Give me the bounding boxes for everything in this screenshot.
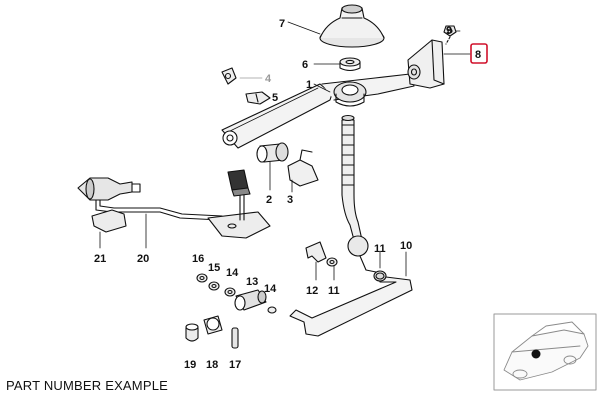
callout-9[interactable]: 9 [446,25,452,37]
location-dot [531,349,541,359]
part-7-boot[interactable] [319,4,385,48]
part-1-shift-lever-arm[interactable] [221,73,415,149]
part-5-clip[interactable] [245,91,271,105]
callout-12[interactable]: 12 [306,285,318,297]
callout-20[interactable]: 20 [137,253,149,265]
gear-lever-shaft[interactable] [341,114,377,273]
callout-3[interactable]: 3 [287,194,293,206]
vehicle-location-inset [493,313,597,391]
callout-10[interactable]: 10 [400,240,412,252]
callout-11a[interactable]: 11 [374,243,386,255]
car-location-icon [503,321,589,381]
part-19-bush[interactable] [185,323,199,342]
part-15-washer[interactable] [208,281,220,291]
selector-plate[interactable] [207,189,271,239]
callout-14a[interactable]: 14 [226,267,239,279]
leader-lines [99,21,471,281]
part-3-clip-bracket[interactable] [287,149,319,187]
highlight-box-8 [470,43,488,64]
callout-5[interactable]: 5 [272,92,278,104]
callout-14b[interactable]: 14 [264,283,277,295]
callout-2[interactable]: 2 [266,194,272,206]
part-6-bushing[interactable] [339,57,361,72]
part-21-clip[interactable] [91,209,127,233]
part-11-washer-b[interactable] [375,272,385,280]
selector-knob[interactable] [227,169,251,197]
part-9-nut[interactable] [443,25,457,45]
callout-19[interactable]: 19 [184,359,196,371]
callout-numbers: 7 6 4 1 5 9 8 2 3 21 20 11 10 16 15 14 1… [94,18,481,371]
part-14-washer-b[interactable] [267,306,277,314]
callout-4[interactable]: 4 [265,73,272,85]
callout-8[interactable]: 8 [475,49,481,61]
part-17-pin[interactable] [231,327,239,349]
callout-18[interactable]: 18 [206,359,218,371]
callout-13[interactable]: 13 [246,276,258,288]
callout-21[interactable]: 21 [94,253,106,265]
callout-17[interactable]: 17 [229,359,241,371]
callout-1[interactable]: 1 [306,79,312,91]
callout-7[interactable]: 7 [279,18,285,30]
callout-11b[interactable]: 11 [328,285,340,297]
callout-6[interactable]: 6 [302,59,308,71]
part-16-washer[interactable] [196,273,208,283]
part-10-shift-rod[interactable] [289,270,413,337]
callout-16[interactable]: 16 [192,253,204,265]
part-14-washer-a[interactable] [224,287,236,297]
part-11-washer-a[interactable] [326,257,338,267]
part-2-bush[interactable] [256,142,289,163]
caption-label: PART NUMBER EXAMPLE [6,378,169,393]
part-18-cap[interactable] [203,315,223,335]
part-13-joint[interactable] [234,289,267,311]
callout-15[interactable]: 15 [208,262,220,274]
part-4-clip[interactable] [221,67,237,85]
part-12-clip[interactable] [305,241,327,263]
part-8-bracket[interactable] [407,39,445,89]
